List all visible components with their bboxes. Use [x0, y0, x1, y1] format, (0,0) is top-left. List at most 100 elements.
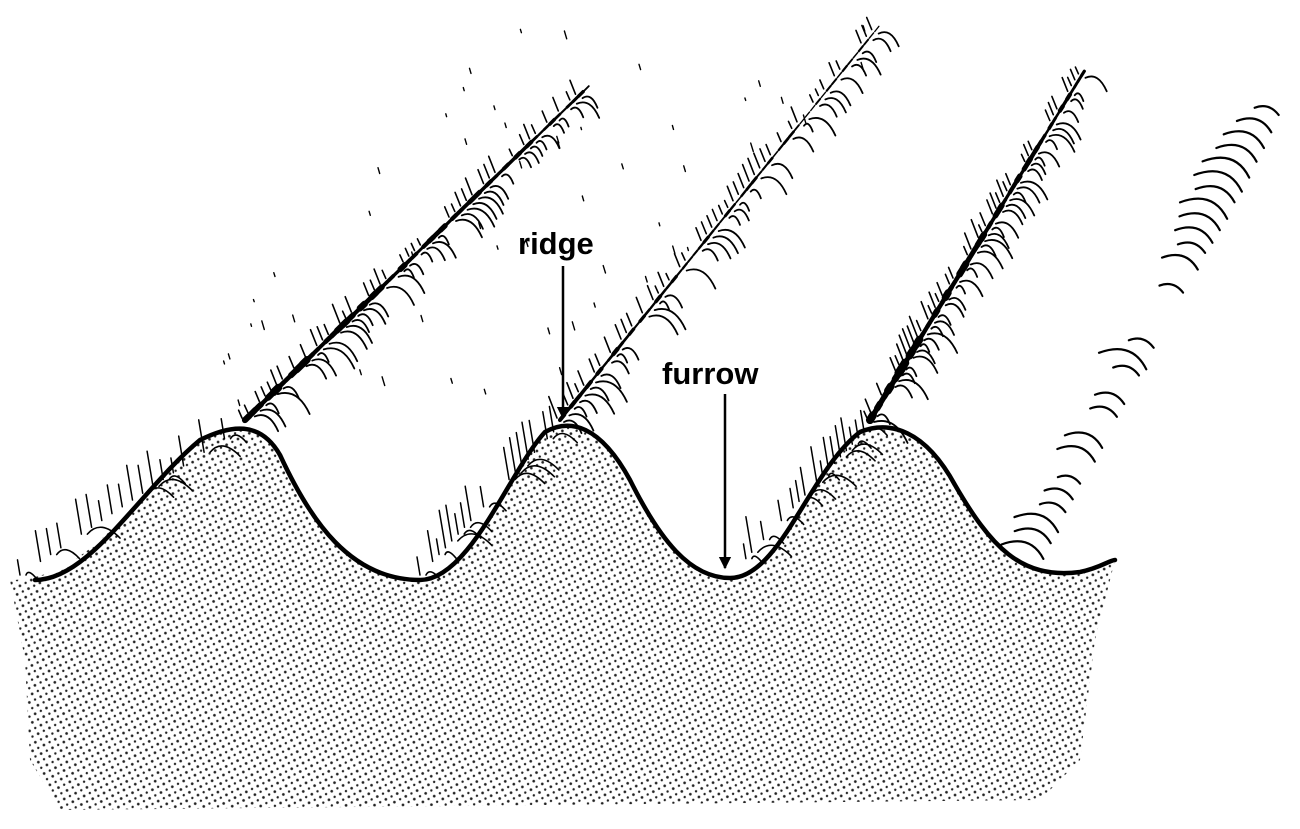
- hatch-stroke: [341, 331, 367, 349]
- hatch-stroke: [621, 319, 626, 332]
- hatch-stroke: [853, 53, 857, 58]
- hatch-stroke: [725, 201, 728, 208]
- hatch-stroke: [741, 191, 745, 196]
- hatch-stroke: [640, 316, 644, 321]
- hatch-stroke: [314, 349, 319, 354]
- hatch-stroke: [571, 108, 583, 118]
- hatch-stroke: [811, 447, 817, 482]
- hatch-stroke: [793, 137, 813, 151]
- hatch-stroke: [317, 327, 322, 340]
- hatch-stroke: [446, 220, 451, 225]
- hatch-stroke: [751, 143, 754, 151]
- hatch-stroke: [987, 200, 993, 214]
- hatch-stroke: [757, 171, 761, 176]
- hatch-stroke: [645, 309, 649, 314]
- hatch-stroke: [465, 139, 467, 144]
- hatch-stroke: [293, 315, 295, 322]
- hatch-stroke: [1068, 77, 1072, 85]
- hatch-stroke: [445, 207, 449, 217]
- hatch-stroke: [138, 465, 143, 493]
- hatch-stroke: [57, 550, 80, 559]
- hatch-stroke: [1058, 476, 1080, 484]
- hatch-stroke: [636, 297, 642, 312]
- hatch-stroke: [595, 354, 600, 365]
- hatch-stroke: [550, 120, 555, 125]
- hatch-stroke: [832, 79, 836, 84]
- hatch-stroke: [533, 136, 538, 140]
- hatch-stroke: [382, 270, 386, 278]
- hatch-stroke: [1003, 200, 1006, 205]
- hatch-stroke: [456, 220, 482, 238]
- hatch-stroke: [1113, 366, 1139, 376]
- hatch-stroke: [455, 192, 460, 205]
- hatch-stroke: [515, 153, 520, 158]
- hatch-stroke: [224, 361, 225, 364]
- hatch-stroke: [311, 330, 317, 346]
- hatch-stroke: [589, 359, 594, 372]
- hatch-stroke: [1046, 140, 1057, 149]
- hatch-stroke: [382, 377, 385, 386]
- hatch-stroke: [492, 176, 497, 180]
- hatch-stroke: [570, 80, 576, 94]
- hatch-stroke: [736, 198, 740, 203]
- hatch-stroke: [949, 287, 952, 292]
- hatch-stroke: [821, 92, 825, 97]
- hatch-stroke: [777, 133, 781, 142]
- hatch-stroke: [567, 103, 572, 107]
- hatch-stroke: [703, 249, 718, 260]
- hatch-stroke: [566, 92, 570, 100]
- hatch-stroke: [57, 523, 61, 547]
- hatch-stroke: [864, 411, 867, 418]
- hatch-stroke: [228, 354, 230, 359]
- hatch-stroke: [585, 394, 614, 413]
- hatch-stroke: [1071, 99, 1083, 108]
- hatch-stroke: [1060, 106, 1063, 111]
- hatch-stroke: [521, 148, 526, 153]
- hatch-stroke: [920, 334, 923, 339]
- hatch-stroke: [466, 178, 473, 195]
- hatch-stroke: [255, 415, 278, 431]
- hatch-stroke: [719, 206, 723, 214]
- hatch-stroke: [1255, 106, 1279, 115]
- hatch-stroke: [324, 348, 355, 368]
- hatch-stroke: [35, 531, 40, 562]
- hatch-stroke: [107, 485, 112, 514]
- hatch-stroke: [360, 304, 365, 308]
- hatch-stroke: [760, 149, 765, 161]
- hatch-stroke: [796, 481, 800, 502]
- hatch-stroke: [300, 345, 305, 357]
- ridge-label: ridge: [518, 226, 594, 261]
- hatch-stroke: [418, 248, 423, 253]
- hatch-stroke: [505, 123, 506, 127]
- hatch-stroke: [677, 270, 681, 275]
- hatch-stroke: [929, 292, 935, 307]
- hatch-stroke: [980, 213, 985, 226]
- hatch-stroke: [446, 114, 447, 117]
- hatch-stroke: [345, 297, 351, 312]
- hatch-stroke: [411, 244, 414, 251]
- hatch-stroke: [1074, 83, 1077, 88]
- hatch-stroke: [1062, 78, 1068, 92]
- hatch-stroke: [867, 18, 872, 30]
- hatch-stroke: [624, 336, 628, 341]
- hatch-stroke: [707, 216, 712, 227]
- hatch-stroke: [267, 382, 271, 390]
- hatch-stroke: [274, 273, 275, 277]
- hatch-stroke: [542, 111, 547, 122]
- hatch-stroke: [1049, 124, 1052, 129]
- hatch-stroke: [896, 385, 913, 397]
- hatch-stroke: [278, 393, 310, 414]
- hatch-stroke: [581, 127, 582, 129]
- hatch-stroke: [433, 242, 456, 258]
- hatch-stroke: [254, 300, 255, 302]
- hatch-stroke: [596, 381, 627, 401]
- hatch-stroke: [473, 203, 496, 219]
- hatch-stroke: [752, 178, 756, 183]
- hatch-stroke: [484, 165, 489, 178]
- hatch-stroke: [481, 187, 486, 192]
- hatch-stroke: [683, 263, 687, 268]
- hatch-stroke: [646, 277, 648, 283]
- hatch-stroke: [725, 211, 729, 216]
- hatch-stroke: [612, 361, 629, 373]
- hatch-stroke: [763, 165, 767, 170]
